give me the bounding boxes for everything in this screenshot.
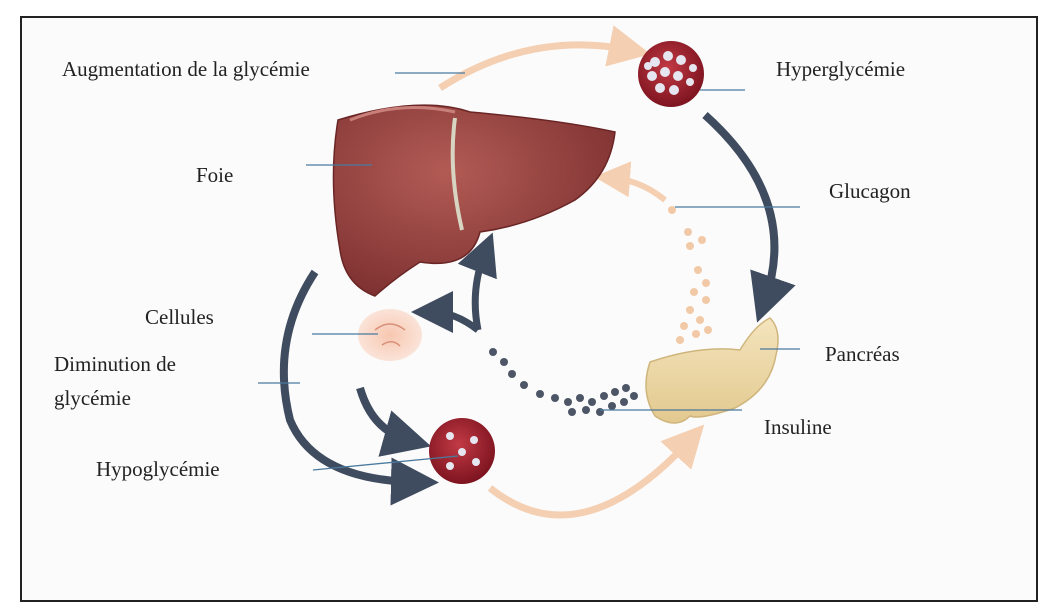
arrow-increase xyxy=(440,45,630,88)
label-glucagon: Glucagon xyxy=(829,178,911,204)
label-hypoglycemie: Hypoglycémie xyxy=(96,456,220,482)
arrow-glucagon-to-liver xyxy=(612,178,665,200)
insulin-granules xyxy=(489,348,638,416)
label-pancreas: Pancréas xyxy=(825,341,900,367)
cells xyxy=(358,309,422,361)
arrow-insulin-to-cells xyxy=(432,312,478,330)
label-diminution-line1: Diminution de xyxy=(54,351,176,377)
arrow-decrease xyxy=(284,272,415,482)
arrow-low-to-pancreas xyxy=(490,440,690,515)
glucagon-granules xyxy=(668,206,712,344)
pancreas xyxy=(646,318,778,423)
arrow-insulin-to-liver xyxy=(475,252,485,330)
label-insuline: Insuline xyxy=(764,414,832,440)
label-hyperglycemie: Hyperglycémie xyxy=(776,56,905,82)
label-augmentation: Augmentation de la glycémie xyxy=(62,56,310,82)
liver xyxy=(333,105,615,296)
label-cellules: Cellules xyxy=(145,304,214,330)
label-foie: Foie xyxy=(196,162,233,188)
arrow-cells-to-hypo xyxy=(360,388,408,440)
label-diminution-line2: glycémie xyxy=(54,385,131,411)
